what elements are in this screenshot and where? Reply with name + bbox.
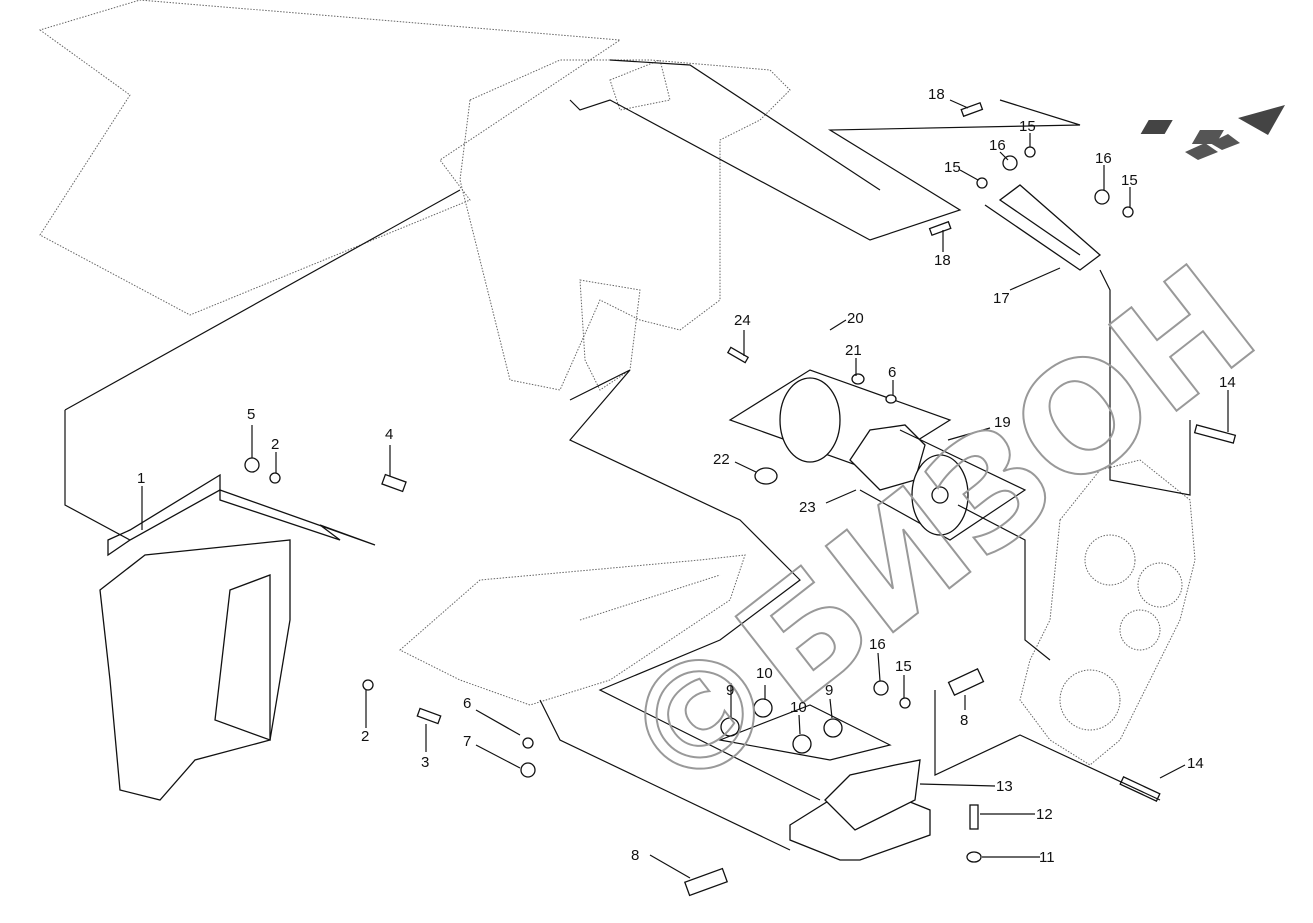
mount-part-13 <box>789 759 931 861</box>
watermark: ©БИЗОН <box>589 233 1287 832</box>
assembly-lines <box>64 59 1191 851</box>
callout-15: 15 <box>895 658 912 675</box>
callout-22: 22 <box>713 451 730 468</box>
callout-23: 23 <box>799 499 816 516</box>
callout-10: 10 <box>790 699 807 716</box>
callout-13: 13 <box>996 778 1013 795</box>
callout-7: 7 <box>463 733 471 750</box>
bracket-part-17 <box>984 184 1102 271</box>
callout-9: 9 <box>825 682 833 699</box>
callout-9: 9 <box>726 682 734 699</box>
guard-part-1 <box>99 473 376 801</box>
callout-15: 15 <box>944 159 961 176</box>
callout-15: 15 <box>1121 172 1138 189</box>
callout-2: 2 <box>361 728 369 745</box>
callout-leaders <box>141 99 1229 879</box>
callout-8: 8 <box>631 847 639 864</box>
callout-24: 24 <box>734 312 751 329</box>
callout-14: 14 <box>1187 755 1204 772</box>
callout-11: 11 <box>1039 849 1055 866</box>
callout-16: 16 <box>1095 150 1112 167</box>
callout-8: 8 <box>960 712 968 729</box>
callout-20: 20 <box>847 310 864 327</box>
lower-frame <box>399 554 746 706</box>
callout-16: 16 <box>989 137 1006 154</box>
callout-10: 10 <box>756 665 773 682</box>
gearbox-housing <box>1019 459 1196 766</box>
callout-labels: 18 15 16 16 15 15 18 17 14 24 20 21 6 19… <box>137 86 1236 866</box>
callout-14: 14 <box>1219 374 1236 391</box>
callout-1: 1 <box>137 470 145 487</box>
callout-6: 6 <box>463 695 471 712</box>
callout-4: 4 <box>385 426 393 443</box>
callout-18: 18 <box>928 86 945 103</box>
callout-3: 3 <box>421 754 429 771</box>
coupling-assembly <box>726 346 1027 541</box>
callout-19: 19 <box>994 414 1011 431</box>
callout-2: 2 <box>271 436 279 453</box>
callout-16: 16 <box>869 636 886 653</box>
callout-6: 6 <box>888 364 896 381</box>
callout-15: 15 <box>1019 118 1036 135</box>
machine-frame <box>38 0 791 391</box>
callout-12: 12 <box>1036 806 1053 823</box>
callout-21: 21 <box>845 342 862 359</box>
callout-18: 18 <box>934 252 951 269</box>
callout-5: 5 <box>247 406 255 423</box>
forward-arrow-icon <box>1140 105 1285 160</box>
fasteners <box>244 101 1237 897</box>
callout-17: 17 <box>993 290 1010 307</box>
